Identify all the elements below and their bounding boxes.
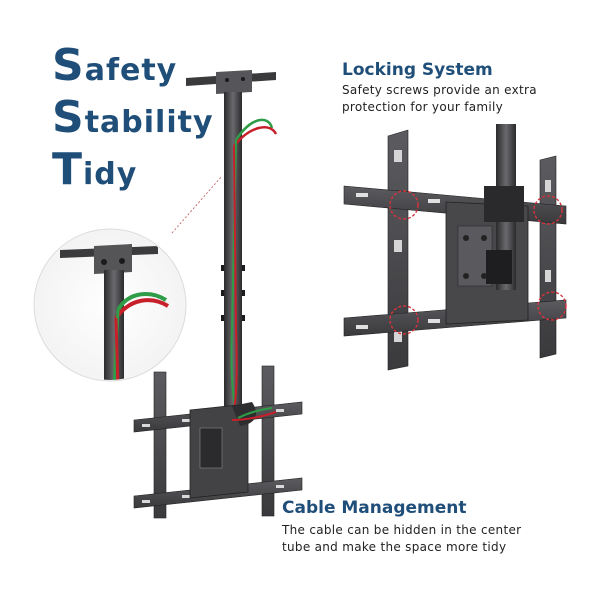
locking-system-title: Locking System	[342, 60, 493, 80]
cable-management-description-line: tube and make the space more tidy	[282, 540, 507, 554]
headline-safety-rest: afety	[84, 53, 178, 88]
headline-tidy: Tidy	[52, 148, 137, 192]
ceiling-mount-illustration	[133, 70, 303, 519]
headline-safety: Safety	[52, 44, 177, 88]
cable-management-description-line: The cable can be hidden in the center	[282, 523, 522, 537]
cable-zoom-callout	[33, 175, 223, 382]
cable-management-title: Cable Management	[282, 498, 467, 518]
headline-safety-initial: S	[52, 40, 85, 91]
headline-tidy-initial: T	[52, 144, 84, 195]
locking-system-description-line: Safety screws provide an extra	[342, 83, 537, 97]
locking-system-description: Safety screws provide an extra protectio…	[342, 82, 537, 116]
locking-system-description-line: protection for your family	[342, 100, 504, 114]
headline-stability-initial: S	[52, 92, 85, 143]
cable-management-description: The cable can be hidden in the center tu…	[282, 522, 521, 556]
headline-tidy-rest: idy	[83, 157, 138, 192]
headline-stability-rest: tability	[84, 105, 214, 140]
locking-system-illustration	[343, 124, 567, 371]
headline-stability: Stability	[52, 96, 214, 140]
